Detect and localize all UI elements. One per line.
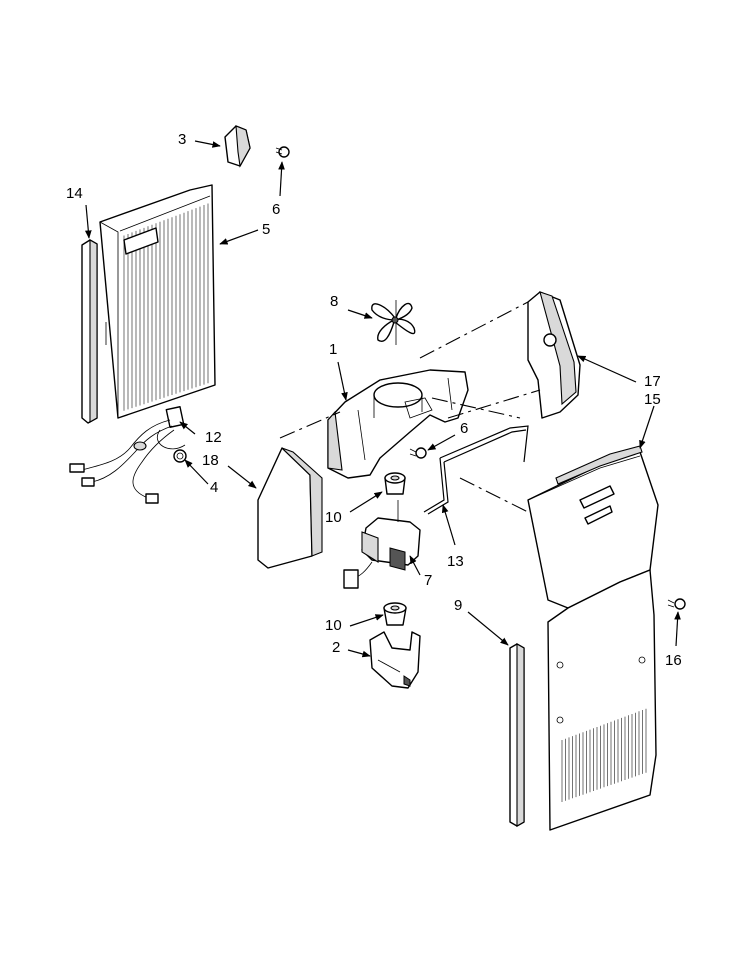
part-10-bushing-upper [384,472,406,495]
callout-4: 4 [210,479,218,496]
part-3-cover [224,125,251,168]
part-7-motor [343,500,421,589]
callout-labels: 3 6 5 14 8 1 12 18 4 6 10 13 7 9 10 2 17… [66,131,682,669]
part-6-screw-top [275,146,290,158]
part-2-motor-bracket [369,631,421,689]
callout-16: 16 [665,652,682,669]
callout-6-top: 6 [272,201,280,218]
callout-12: 12 [205,429,222,446]
callout-10-lower: 10 [325,617,342,634]
callout-18: 18 [202,452,219,469]
part-18-duct [257,447,323,569]
part-6-screw-middle [409,447,427,459]
callout-2: 2 [332,639,340,656]
part-12-wire-harness [69,406,186,504]
callout-14: 14 [66,185,83,202]
callout-17: 17 [644,373,661,390]
part-4-grommet [173,449,187,463]
part-17-insulation [527,291,581,419]
callout-15: 15 [644,391,661,408]
part-5-ribbed-panel [99,184,216,419]
part-10-bushing-lower [383,602,407,626]
part-1-fan-housing [327,369,469,479]
leader-arrows [84,140,681,658]
callout-13: 13 [447,553,464,570]
callout-3: 3 [178,131,186,148]
part-16-screw [667,598,686,610]
part-13-bracket [423,425,529,515]
part-9-strip [509,643,525,827]
part-8-fan-blade [371,300,416,345]
part-14-strip [81,239,98,424]
callout-7: 7 [424,572,432,589]
part-15-cover [527,445,659,831]
alignment-lines [279,301,541,513]
callout-9: 9 [454,597,462,614]
callout-10-upper: 10 [325,509,342,526]
callout-8: 8 [330,293,338,310]
callout-6-middle: 6 [460,420,468,437]
callout-1: 1 [329,341,337,358]
callout-5: 5 [262,221,270,238]
